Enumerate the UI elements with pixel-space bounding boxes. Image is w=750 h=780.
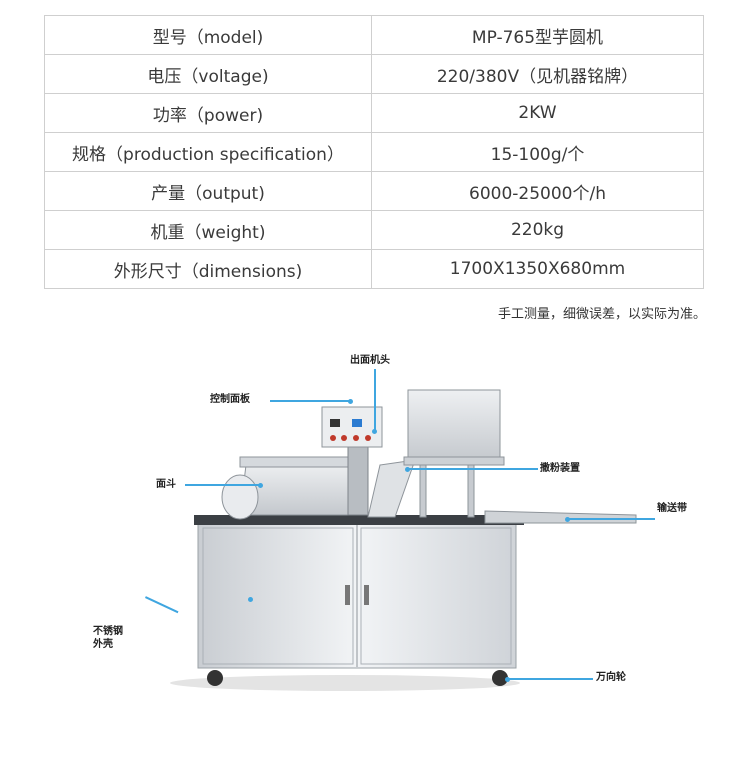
spec-row: 产量（output)6000-25000个/h <box>44 171 704 211</box>
callout-hopper: 面斗 <box>156 479 176 490</box>
spec-value: 2KW <box>371 93 704 133</box>
spec-value: MP-765型芋圆机 <box>371 15 704 55</box>
spec-label: 电压（voltage) <box>44 54 372 94</box>
spec-row: 规格（production specification）15-100g/个 <box>44 132 704 172</box>
spec-row: 型号（model)MP-765型芋圆机 <box>44 15 704 55</box>
spec-row: 功率（power)2KW <box>44 93 704 133</box>
callout-duster: 撒粉装置 <box>540 463 580 474</box>
callout-shell-line2: 外壳 <box>93 639 113 650</box>
spec-value: 220/380V（见机器铭牌） <box>371 54 704 94</box>
callout-head: 出面机头 <box>350 355 390 366</box>
spec-label: 机重（weight) <box>44 210 372 250</box>
spec-table: 型号（model)MP-765型芋圆机电压（voltage)220/380V（见… <box>44 15 704 289</box>
callout-wheels: 万向轮 <box>596 672 626 683</box>
spec-value: 220kg <box>371 210 704 250</box>
callout-shell: 不锈钢 外壳 <box>93 625 123 651</box>
spec-row: 外形尺寸（dimensions)1700X1350X680mm <box>44 249 704 289</box>
machine-figure: 出面机头 控制面板 面斗 撒粉装置 输送带 不锈钢 外壳 万向轮 <box>0 345 750 776</box>
spec-label: 规格（production specification） <box>44 132 372 172</box>
machine-illustration <box>170 389 637 691</box>
spec-label: 产量（output) <box>44 171 372 211</box>
spec-row: 电压（voltage)220/380V（见机器铭牌） <box>44 54 704 94</box>
callout-panel: 控制面板 <box>210 394 250 405</box>
spec-value: 1700X1350X680mm <box>371 249 704 289</box>
spec-value: 15-100g/个 <box>371 132 704 172</box>
measurement-note: 手工测量，细微误差，以实际为准。 <box>497 307 706 322</box>
callout-conveyor: 输送带 <box>657 503 687 514</box>
callout-shell-line1: 不锈钢 <box>93 626 123 637</box>
spec-row: 机重（weight)220kg <box>44 210 704 250</box>
spec-value: 6000-25000个/h <box>371 171 704 211</box>
spec-label: 功率（power) <box>44 93 372 133</box>
spec-label: 型号（model) <box>44 15 372 55</box>
spec-label: 外形尺寸（dimensions) <box>44 249 372 289</box>
